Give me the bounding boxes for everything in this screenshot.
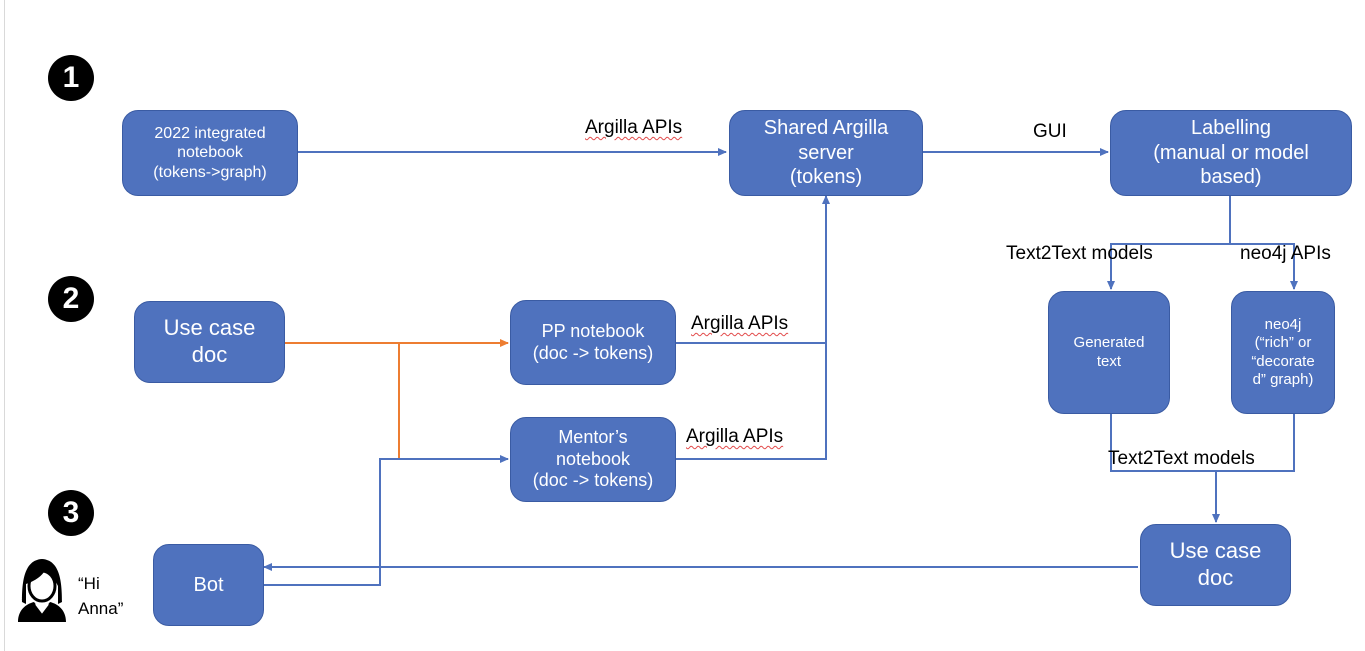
step-1-badge: 1 bbox=[48, 55, 94, 101]
use-case-doc-output-label: Use case doc bbox=[1169, 538, 1262, 590]
bot-label: Bot bbox=[193, 573, 224, 596]
shared-argilla-server-label: Shared Argilla server (tokens) bbox=[763, 117, 889, 189]
neo4j-box: neo4j (“rich” or “decorate d” graph) bbox=[1231, 291, 1335, 414]
edge-generated-merge bbox=[1110, 414, 1216, 472]
mentor-notebook-label: Mentor’s notebook (doc -> tokens) bbox=[532, 426, 654, 491]
edge-label-argilla-apis-top: Argilla APIs bbox=[585, 117, 683, 138]
step-2-badge: 2 bbox=[48, 276, 94, 322]
use-case-doc-input-box: Use case doc bbox=[134, 301, 285, 383]
edge-label-neo4j-apis: neo4j APIs bbox=[1240, 243, 1331, 264]
edge-label-text2text-lower: Text2Text models bbox=[1108, 448, 1255, 469]
use-case-doc-output-box: Use case doc bbox=[1140, 524, 1291, 606]
edge-labelling-to-neo4j bbox=[1230, 243, 1298, 290]
bot-box: Bot bbox=[153, 544, 264, 626]
labelling-label: Labelling (manual or model based) bbox=[1153, 117, 1309, 189]
step-3-badge: 3 bbox=[48, 490, 94, 536]
edge-label-argilla-apis-pp: Argilla APIs bbox=[691, 313, 789, 334]
edge-mentor-to-server bbox=[676, 343, 827, 460]
mentor-notebook-box: Mentor’s notebook (doc -> tokens) bbox=[510, 417, 676, 502]
use-case-doc-input-label: Use case doc bbox=[163, 315, 256, 367]
edge-label-text2text-upper: Text2Text models bbox=[1006, 243, 1153, 264]
pp-notebook-label: PP notebook (doc -> tokens) bbox=[532, 320, 654, 363]
page-left-rule bbox=[4, 0, 5, 651]
neo4j-label: neo4j (“rich” or “decorate d” graph) bbox=[1251, 315, 1315, 388]
shared-argilla-server-box: Shared Argilla server (tokens) bbox=[729, 110, 923, 196]
integrated-notebook-box: 2022 integrated notebook (tokens->graph) bbox=[122, 110, 298, 196]
edge-bot-to-mentor bbox=[264, 455, 509, 586]
user-greeting: “Hi Anna” bbox=[78, 574, 124, 618]
edge-label-argilla-apis-mentor: Argilla APIs bbox=[686, 426, 784, 447]
integrated-notebook-label: 2022 integrated notebook (tokens->graph) bbox=[153, 124, 267, 181]
edge-neo4j-merge bbox=[1212, 414, 1295, 523]
generated-text-box: Generated text bbox=[1048, 291, 1170, 414]
labelling-box: Labelling (manual or model based) bbox=[1110, 110, 1352, 196]
pp-notebook-box: PP notebook (doc -> tokens) bbox=[510, 300, 676, 385]
generated-text-label: Generated text bbox=[1073, 334, 1145, 370]
edge-label-gui: GUI bbox=[1033, 121, 1067, 142]
user-avatar-icon bbox=[14, 552, 70, 622]
edge-labelling-split bbox=[1107, 196, 1231, 290]
